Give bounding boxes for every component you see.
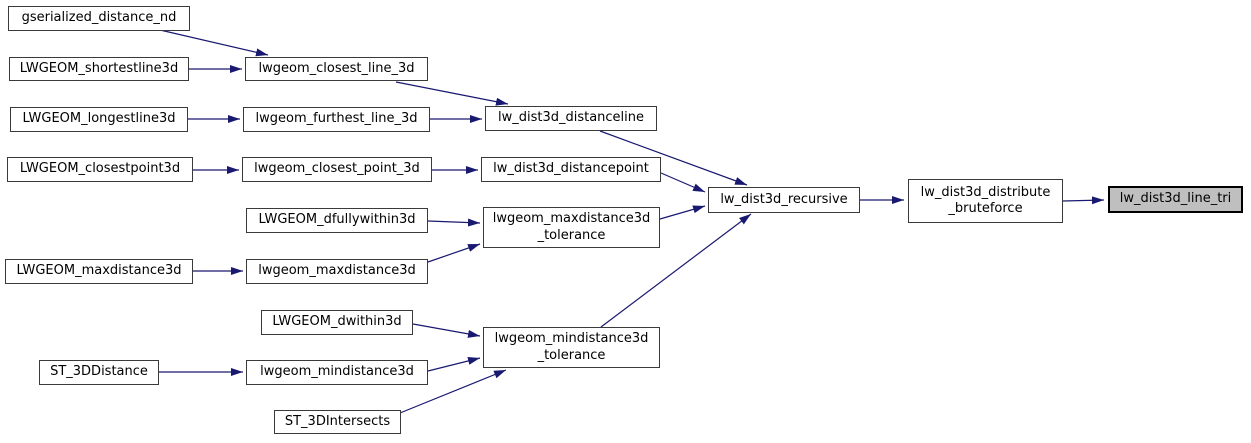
edge-LWGEOM_dwithin3d-to-lwgeom_mindistance3d_tolerance (412, 323, 481, 338)
edge-lwgeom_closest_line_3d-to-lw_dist3d_distanceline (395, 81, 509, 106)
node-label: gserialized_distance_nd (21, 10, 177, 26)
node-LWGEOM_dfullywithin3d[interactable]: LWGEOM_dfullywithin3d (246, 208, 428, 233)
node-ST_3DIntersects[interactable]: ST_3DIntersects (274, 410, 401, 434)
node-label: lw_dist3d_distribute (920, 184, 1051, 200)
edge-lwgeom_mindistance3d_tolerance-to-lw_dist3d_recursive (600, 213, 752, 328)
node-label: lw_dist3d_line_tri (1119, 191, 1232, 207)
node-LWGEOM_dwithin3d[interactable]: LWGEOM_dwithin3d (261, 310, 413, 335)
node-label: ST_3DDistance (50, 364, 148, 380)
node-label: lw_dist3d_distancepoint (493, 161, 649, 177)
edge-lwgeom_maxdistance3d-to-lwgeom_maxdistance3d_tolerance (427, 243, 481, 263)
edge-lw_dist3d_distancepoint-to-lw_dist3d_recursive (660, 172, 706, 193)
node-label: LWGEOM_dwithin3d (272, 314, 402, 330)
node-label: lwgeom_mindistance3d (494, 331, 649, 347)
node-lwgeom_maxdistance3d[interactable]: lwgeom_maxdistance3d (246, 259, 428, 284)
node-lwgeom_maxdistance3d_tolerance[interactable]: lwgeom_maxdistance3d_tolerance (483, 207, 660, 248)
node-lwgeom_closest_line_3d[interactable]: lwgeom_closest_line_3d (245, 57, 428, 81)
edge-lwgeom_maxdistance3d_tolerance-to-lw_dist3d_recursive (659, 205, 706, 220)
node-lwgeom_closest_point_3d[interactable]: lwgeom_closest_point_3d (242, 157, 432, 182)
node-label: lw_dist3d_recursive (720, 191, 848, 207)
edge-LWGEOM_dfullywithin3d-to-lwgeom_maxdistance3d_tolerance (427, 218, 481, 227)
node-label: _tolerance (537, 347, 606, 363)
node-label: lwgeom_furthest_line_3d (255, 111, 418, 127)
edge-lwgeom_mindistance3d-to-lwgeom_mindistance3d_tolerance (427, 357, 481, 372)
node-lwgeom_mindistance3d[interactable]: lwgeom_mindistance3d (246, 360, 428, 385)
node-label: LWGEOM_shortestline3d (19, 60, 179, 76)
node-LWGEOM_closestpoint3d[interactable]: LWGEOM_closestpoint3d (7, 157, 193, 182)
node-lw_dist3d_distanceline[interactable]: lw_dist3d_distanceline (485, 106, 657, 131)
node-lwgeom_mindistance3d_tolerance[interactable]: lwgeom_mindistance3d_tolerance (483, 327, 660, 368)
node-label: lw_dist3d_distanceline (497, 110, 645, 126)
edge-ST_3DIntersects-to-lwgeom_mindistance3d_tolerance (399, 369, 507, 414)
node-lw_dist3d_recursive[interactable]: lw_dist3d_recursive (708, 187, 860, 213)
node-label: LWGEOM_closestpoint3d (19, 161, 181, 177)
node-LWGEOM_shortestline3d[interactable]: LWGEOM_shortestline3d (9, 57, 189, 81)
edge-lw_dist3d_distribute_bruteforce-to-lw_dist3d_line_tri (1062, 196, 1105, 205)
node-label: LWGEOM_longestline3d (22, 111, 176, 127)
node-label: lwgeom_closest_point_3d (254, 161, 420, 177)
edge-lw_dist3d_distanceline-to-lw_dist3d_recursive (599, 130, 748, 186)
node-label: lwgeom_maxdistance3d (258, 263, 416, 279)
node-lwgeom_furthest_line_3d[interactable]: lwgeom_furthest_line_3d (243, 107, 430, 132)
node-gserialized_distance_nd[interactable]: gserialized_distance_nd (8, 6, 190, 31)
node-lw_dist3d_line_tri: lw_dist3d_line_tri (1108, 186, 1243, 213)
node-label: lwgeom_mindistance3d (260, 364, 414, 380)
node-label: lwgeom_maxdistance3d (492, 211, 651, 227)
node-label: _tolerance (537, 227, 606, 243)
node-lw_dist3d_distancepoint[interactable]: lw_dist3d_distancepoint (481, 157, 661, 182)
node-lw_dist3d_distribute_bruteforce[interactable]: lw_dist3d_distribute_bruteforce (908, 179, 1063, 223)
node-LWGEOM_maxdistance3d[interactable]: LWGEOM_maxdistance3d (5, 259, 193, 284)
node-label: LWGEOM_dfullywithin3d (258, 212, 416, 228)
edge-gserialized_distance_nd-to-lwgeom_closest_line_3d (159, 29, 269, 57)
node-label: LWGEOM_maxdistance3d (16, 263, 182, 279)
node-LWGEOM_longestline3d[interactable]: LWGEOM_longestline3d (10, 107, 188, 132)
node-label: _bruteforce (948, 201, 1023, 216)
node-label: ST_3DIntersects (284, 413, 391, 429)
node-label: lwgeom_closest_line_3d (258, 60, 415, 76)
node-ST_3DDistance[interactable]: ST_3DDistance (39, 360, 159, 385)
